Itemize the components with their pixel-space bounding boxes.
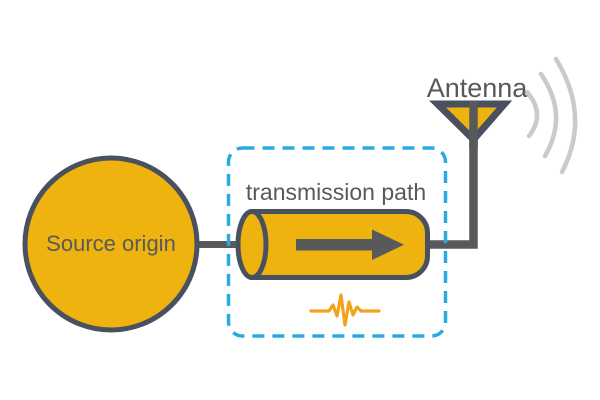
transmission-path-label: transmission path — [246, 179, 426, 205]
transmission-path-boundary — [226, 146, 448, 338]
antenna-mast — [469, 101, 478, 149]
connector-source-to-path — [194, 241, 256, 248]
connector-path-to-antenna — [428, 112, 478, 249]
source-origin-shape — [22, 155, 200, 333]
antenna-label: Antenna — [427, 73, 529, 103]
antenna-icon — [428, 100, 513, 149]
radio-waves-icon — [524, 56, 578, 175]
source-origin-label: Source origin — [46, 231, 176, 256]
arrow-right-icon — [296, 229, 404, 260]
cylinder-end-cap — [235, 209, 269, 280]
signal-pulse-icon — [309, 293, 381, 327]
